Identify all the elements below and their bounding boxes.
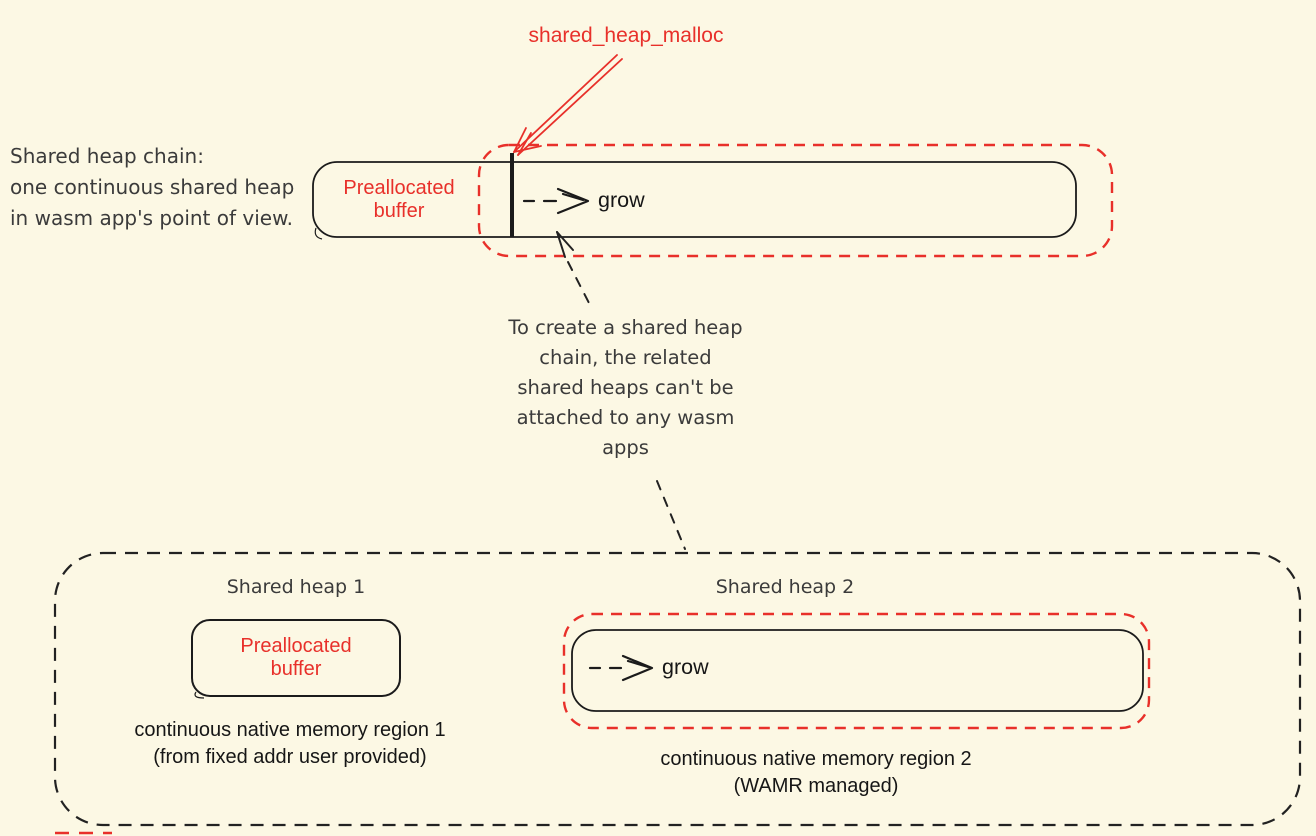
chain-prealloc-label: Preallocated buffer — [343, 176, 455, 222]
native-group-dashed-box — [53, 551, 1302, 827]
callout-connector-top — [556, 231, 590, 304]
sketch-stroke — [194, 691, 205, 699]
chain-grow-label: grow — [598, 188, 645, 212]
malloc-arrow-icon — [513, 54, 623, 156]
callout-connector-bottom — [656, 480, 686, 550]
heap1-prealloc-label: Preallocated buffer — [240, 635, 352, 680]
heap2-dashed-box — [562, 612, 1151, 730]
heap2-grow-label: grow — [662, 655, 709, 679]
chain-constraint-note: To create a shared heap chain, the relat… — [508, 316, 743, 459]
sketch-stroke — [314, 227, 323, 240]
shared-heap-chain-box — [312, 161, 1077, 238]
growable-region-dashed-box — [477, 143, 1114, 258]
malloc-callout-label: shared_heap_malloc — [528, 24, 724, 47]
grow-arrow-icon-2 — [588, 654, 654, 682]
heap2-title: Shared heap 2 — [715, 576, 855, 598]
heap2-box — [571, 629, 1144, 712]
chain-description-note: Shared heap chain: one continuous shared… — [10, 144, 295, 230]
heap1-caption: continuous native memory region 1 (from … — [134, 719, 446, 768]
heap2-caption: continuous native memory region 2 (WAMR … — [660, 748, 972, 797]
grow-arrow-icon — [522, 187, 590, 215]
heap1-title: Shared heap 1 — [226, 576, 366, 598]
heap1-prealloc-box — [191, 619, 401, 697]
